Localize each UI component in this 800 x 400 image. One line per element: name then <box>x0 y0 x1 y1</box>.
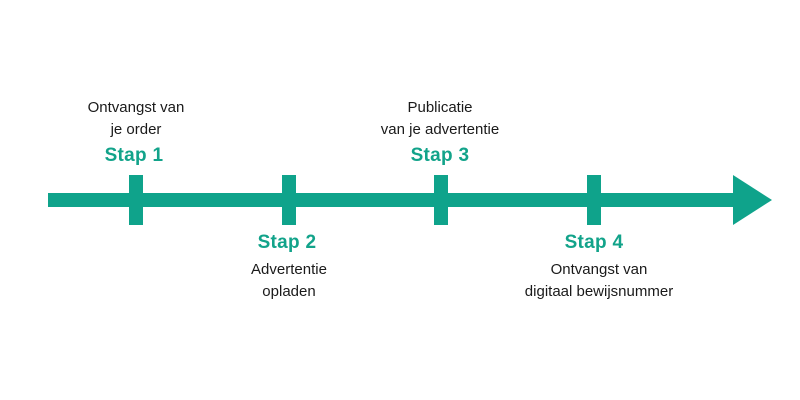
step-4-title: Stap 4 <box>564 232 624 253</box>
step-1-title: Stap 1 <box>104 145 164 166</box>
timeline-line <box>48 193 740 207</box>
step-2-description-line-2: opladen <box>262 283 316 300</box>
step-1-tick <box>129 175 143 225</box>
step-1-description-line-1: Ontvangst van <box>87 99 185 116</box>
timeline-arrowhead <box>733 175 772 225</box>
step-3-description: Publicatie van je advertentie <box>320 97 560 141</box>
step-2-tick <box>282 175 296 225</box>
step-4-description: Ontvangst van digitaal bewijsnummer <box>479 259 719 303</box>
step-3-description-line-1: Publicatie <box>407 99 473 116</box>
step-3-description-line-2: van je advertentie <box>380 121 500 138</box>
step-3-title: Stap 3 <box>410 145 470 166</box>
step-2-description: Advertentie opladen <box>169 259 409 303</box>
step-1-description: Ontvangst van je order <box>16 97 256 141</box>
step-4-description-line-1: Ontvangst van <box>550 261 648 278</box>
step-4-description-line-2: digitaal bewijsnummer <box>524 283 674 300</box>
step-2-title: Stap 2 <box>257 232 317 253</box>
step-2-description-line-1: Advertentie <box>251 261 327 278</box>
step-4-tick <box>587 175 601 225</box>
step-3-tick <box>434 175 448 225</box>
step-1-description-line-2: je order <box>110 121 162 138</box>
